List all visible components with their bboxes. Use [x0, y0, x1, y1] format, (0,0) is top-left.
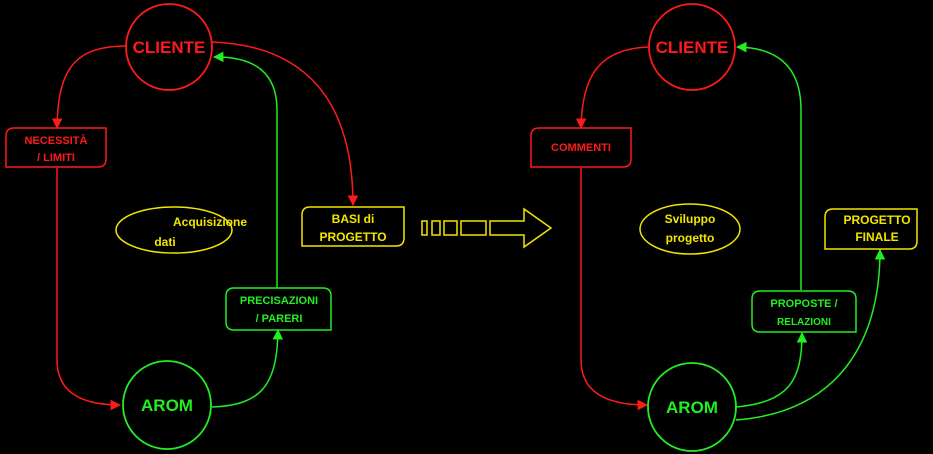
final-line1: PROGETTO: [843, 213, 910, 227]
arom-to-proposals-connector: [735, 331, 808, 408]
precisions-box: PRECISAZIONI / PARERI: [225, 287, 332, 331]
need-line2: / LIMITI: [37, 152, 75, 164]
final-project-box: PROGETTO FINALE: [824, 208, 918, 250]
need-to-arom-connector: [56, 168, 122, 411]
need-line1: NECESSITÀ: [25, 134, 88, 147]
right-client-label: CLIENTE: [656, 38, 729, 57]
dashed-arrow-icon: [421, 207, 553, 249]
prec-line2: / PARERI: [256, 313, 303, 325]
left-client-label: CLIENTE: [133, 38, 206, 57]
prop-line2: RELAZIONI: [777, 317, 831, 328]
right-diagram: CLIENTE AROM COMMENTI Sviluppo progetto …: [530, 3, 918, 452]
prop-line1: PROPOSTE /: [770, 298, 837, 310]
client-to-comments-connector: [575, 46, 651, 130]
left-diagram: CLIENTE AROM NECESSITÀ / LIMITI Acquisiz…: [5, 3, 405, 450]
design-basis-box: BASI di PROGETTO: [301, 206, 405, 247]
prec-to-client-connector: [212, 51, 278, 288]
prec-line1: PRECISAZIONI: [240, 295, 318, 307]
proposals-to-client-connector: [735, 41, 802, 290]
basi-line2: PROGETTO: [319, 230, 386, 244]
right-arom-label: AROM: [666, 398, 718, 417]
right-center-line2: progetto: [666, 231, 715, 245]
basi-line1: BASI di: [332, 212, 375, 226]
left-center-line1: Acquisizione: [173, 215, 247, 229]
proposals-box: PROPOSTE / RELAZIONI: [751, 290, 857, 333]
right-center-ellipse: Sviluppo progetto: [639, 203, 741, 255]
left-arom-node: AROM: [122, 360, 212, 450]
comments-to-arom-connector: [580, 168, 649, 411]
arom-to-final-connector: [735, 248, 886, 421]
client-to-basi-connector: [210, 41, 359, 207]
left-center-ellipse: Acquisizione dati: [115, 206, 247, 254]
left-center-line2: dati: [154, 235, 175, 249]
right-client-node: CLIENTE: [648, 3, 736, 91]
comments-label: COMMENTI: [551, 142, 611, 154]
final-line2: FINALE: [855, 230, 898, 244]
client-to-need-connector: [51, 45, 127, 130]
right-center-line1: Sviluppo: [665, 212, 716, 226]
comments-box: COMMENTI: [530, 127, 632, 168]
left-client-node: CLIENTE: [125, 3, 213, 91]
need-limits-box: NECESSITÀ / LIMITI: [5, 127, 107, 168]
left-arom-label: AROM: [141, 396, 193, 415]
arom-to-prec-connector: [211, 328, 284, 408]
right-arom-node: AROM: [647, 362, 737, 452]
